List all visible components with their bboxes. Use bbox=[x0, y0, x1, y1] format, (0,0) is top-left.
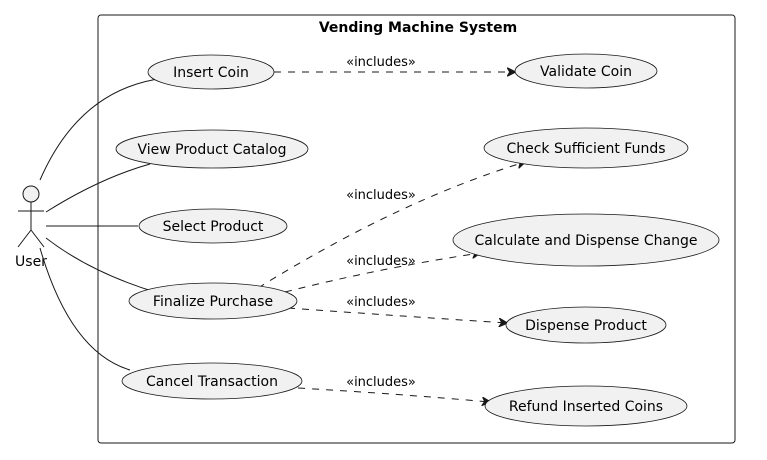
include-refund-coins bbox=[297, 387, 490, 402]
include-check-funds bbox=[257, 162, 525, 289]
actor-left-leg-icon bbox=[17, 229, 32, 248]
include-label-calculate-change: «includes» bbox=[346, 254, 416, 269]
user-actor: User bbox=[15, 185, 47, 270]
usecase-insert-coin-label: Insert Coin bbox=[173, 65, 249, 81]
include-label-refund-coins: «includes» bbox=[346, 375, 416, 390]
actor-label: User bbox=[15, 254, 47, 270]
usecase-select-product: Select Product bbox=[138, 208, 288, 244]
usecase-finalize-purchase: Finalize Purchase bbox=[128, 282, 298, 320]
association-view-catalog bbox=[45, 163, 151, 213]
usecase-cancel-transaction-label: Cancel Transaction bbox=[146, 374, 278, 390]
usecase-calculate-change-label: Calculate and Dispense Change bbox=[475, 233, 698, 249]
include-calculate-change bbox=[284, 253, 480, 293]
usecase-view-catalog-label: View Product Catalog bbox=[137, 142, 286, 158]
association-insert-coin bbox=[39, 77, 166, 181]
usecase-finalize-purchase-label: Finalize Purchase bbox=[153, 294, 273, 310]
usecase-validate-coin: Validate Coin bbox=[514, 53, 658, 89]
usecase-validate-coin-label: Validate Coin bbox=[540, 64, 632, 80]
usecase-dispense-product: Dispense Product bbox=[505, 306, 667, 344]
include-label-dispense-product: «includes» bbox=[346, 295, 416, 310]
usecase-insert-coin: Insert Coin bbox=[147, 54, 275, 90]
include-label-validate-coin: «includes» bbox=[346, 55, 416, 70]
usecase-check-funds: Check Sufficient Funds bbox=[483, 127, 689, 169]
system-title: Vending Machine System bbox=[319, 20, 517, 36]
usecase-calculate-change: Calculate and Dispense Change bbox=[452, 213, 720, 267]
association-finalize-purchase bbox=[45, 237, 156, 293]
usecase-refund-coins-label: Refund Inserted Coins bbox=[509, 399, 663, 415]
usecase-view-catalog: View Product Catalog bbox=[115, 129, 309, 169]
include-label-check-funds: «includes» bbox=[346, 188, 416, 203]
usecase-refund-coins: Refund Inserted Coins bbox=[484, 385, 688, 427]
usecase-dispense-product-label: Dispense Product bbox=[525, 318, 647, 334]
actor-head-icon bbox=[22, 185, 40, 203]
usecase-cancel-transaction: Cancel Transaction bbox=[121, 362, 303, 400]
association-cancel-transaction bbox=[39, 247, 131, 371]
usecase-select-product-label: Select Product bbox=[163, 219, 264, 235]
actor-right-leg-icon bbox=[30, 229, 45, 248]
usecase-check-funds-label: Check Sufficient Funds bbox=[506, 141, 665, 157]
